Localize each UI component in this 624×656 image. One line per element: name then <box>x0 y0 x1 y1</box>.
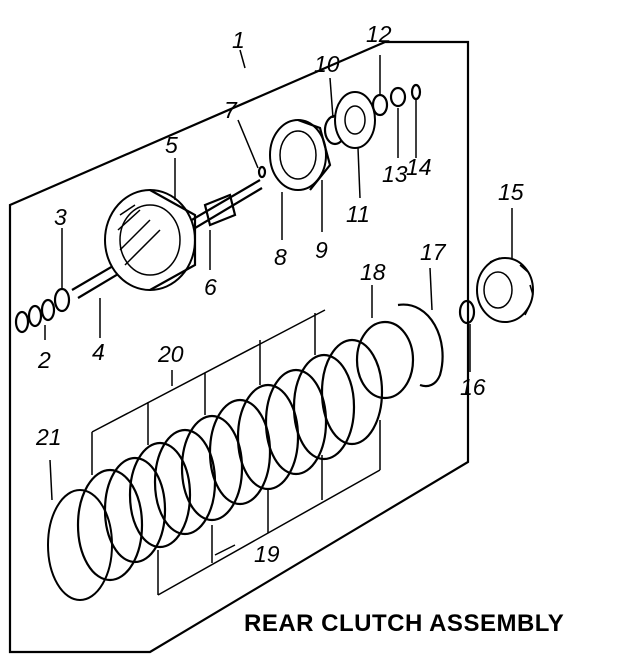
callout-18: 18 <box>360 259 386 285</box>
sun-gear <box>476 257 534 323</box>
callout-15: 15 <box>498 179 524 205</box>
thrust-washers <box>389 83 422 108</box>
leader-lines <box>44 49 513 596</box>
hub-gear <box>323 91 389 149</box>
callout-12: 12 <box>366 21 392 47</box>
retaining-snap-ring <box>397 303 444 388</box>
callout-2: 2 <box>37 347 51 373</box>
callout-9: 9 <box>315 237 328 263</box>
callout-6: 6 <box>204 274 217 300</box>
snap-rings <box>14 287 71 334</box>
callout-11: 11 <box>346 201 370 227</box>
clutch-drum-shaft <box>71 179 263 299</box>
seal-ring-small <box>257 165 267 179</box>
callout-5: 5 <box>165 132 178 158</box>
callout-16: 16 <box>460 374 486 400</box>
callout-19: 19 <box>254 541 280 567</box>
callout-17: 17 <box>420 239 447 265</box>
callout-14: 14 <box>406 154 432 180</box>
callout-8: 8 <box>274 244 287 270</box>
callout-labels: 1 2 3 4 5 6 7 8 9 10 11 12 13 14 15 16 1… <box>35 21 524 567</box>
callout-20: 20 <box>157 341 184 367</box>
callout-1: 1 <box>232 27 245 53</box>
diagram-caption: REAR CLUTCH ASSEMBLY <box>244 610 565 637</box>
callout-10: 10 <box>314 51 340 77</box>
assembly-frame <box>8 40 470 654</box>
callout-21: 21 <box>35 424 62 450</box>
sun-gear-washer <box>458 299 476 325</box>
callout-13: 13 <box>382 161 408 187</box>
callout-7: 7 <box>224 97 238 123</box>
clutch-piston <box>269 118 332 191</box>
clutch-plate-stack <box>47 320 415 601</box>
callout-3: 3 <box>54 204 67 230</box>
callout-4: 4 <box>92 339 105 365</box>
